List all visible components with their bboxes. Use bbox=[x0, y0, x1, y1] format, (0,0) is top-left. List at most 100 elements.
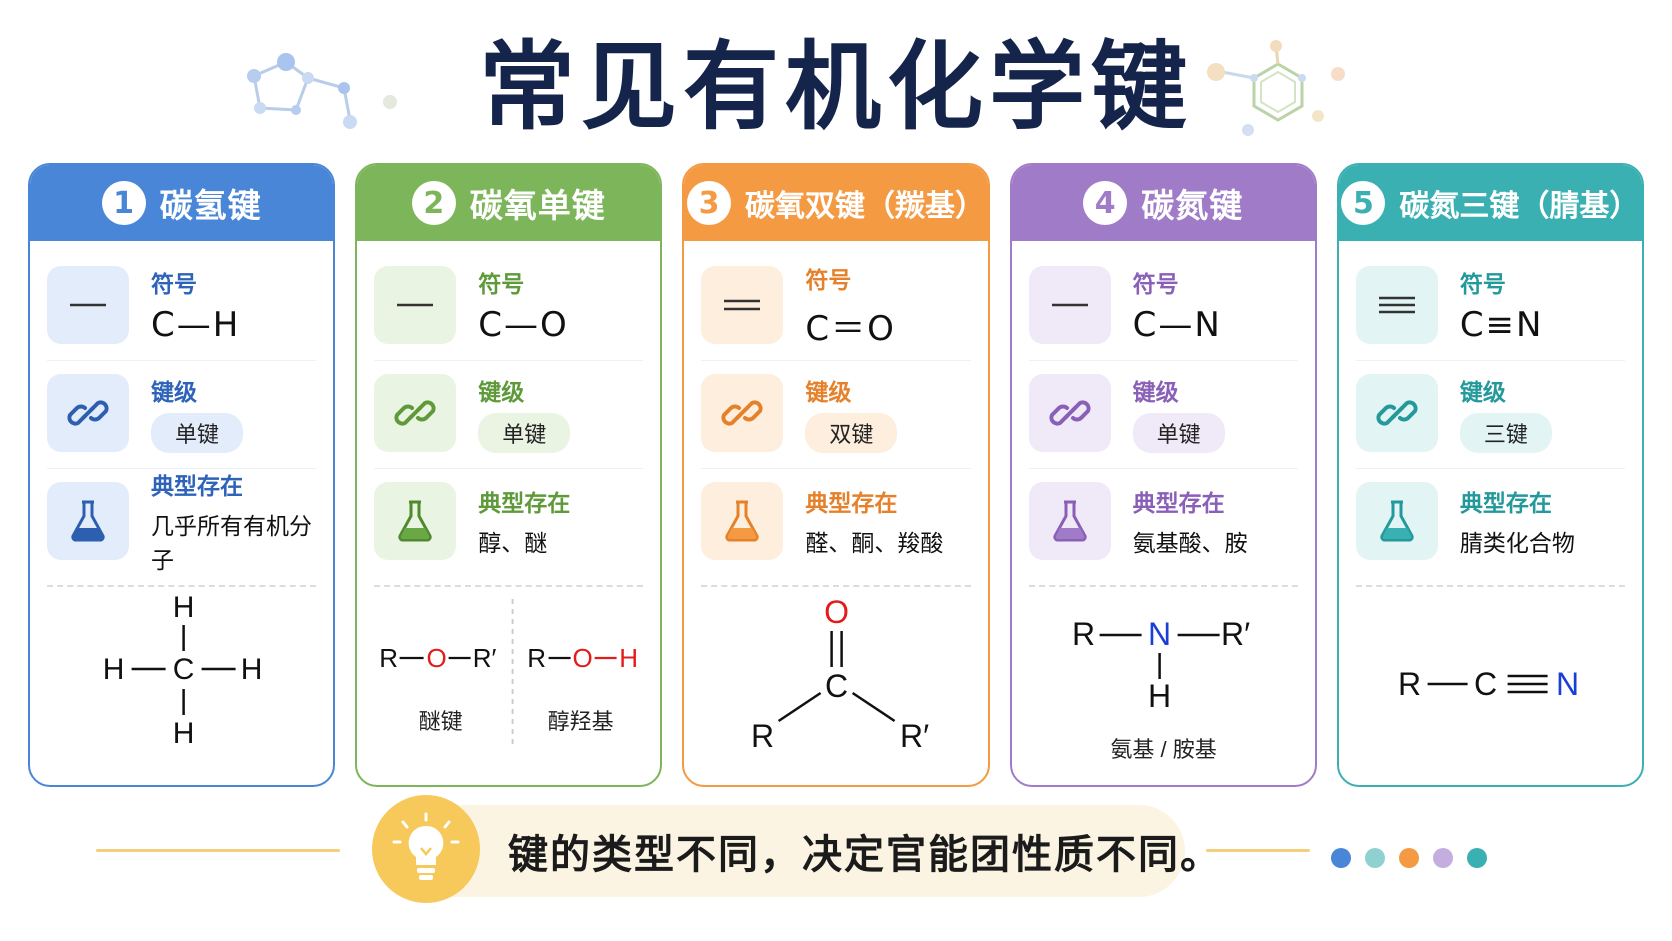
atom-r2: R′ bbox=[900, 718, 929, 754]
flask-icon bbox=[1028, 481, 1111, 560]
link-icon bbox=[1355, 373, 1438, 452]
pagination-dot bbox=[1399, 848, 1419, 868]
atom-h-bottom: H bbox=[173, 717, 195, 750]
amine-caption: 氨基 / 胺基 bbox=[1110, 737, 1216, 762]
dashed-divider bbox=[1355, 585, 1626, 587]
ether-oxygen: O bbox=[427, 643, 447, 673]
symbol-row: 符号 C—H bbox=[47, 253, 316, 357]
page-title: 常见有机化学键 bbox=[479, 31, 1193, 143]
occurrence-value: 几乎所有有机分子 bbox=[151, 513, 312, 574]
molecule-decoration-left bbox=[247, 53, 397, 129]
occurrence-row: 典型存在 腈类化合物 bbox=[1355, 468, 1626, 572]
atom-r1: R bbox=[751, 718, 774, 754]
card-c-n-triple-bond: 5 碳氮三键（腈基） 符号 C≡N 键级 三键 bbox=[1336, 163, 1645, 787]
card-number: 1 bbox=[101, 181, 146, 225]
footer-banner bbox=[375, 805, 1185, 897]
occurrence-label: 典型存在 bbox=[805, 490, 898, 517]
symbol-value: C＝O bbox=[805, 308, 896, 349]
pagination-dot bbox=[1365, 848, 1385, 868]
footer-line-right bbox=[1206, 849, 1310, 852]
card-header: 4 碳氮键 bbox=[1011, 165, 1315, 241]
occurrence-label: 典型存在 bbox=[1132, 490, 1225, 517]
dashed-divider bbox=[701, 585, 971, 587]
occurrence-value: 腈类化合物 bbox=[1459, 530, 1575, 557]
card-c-o-single-bond: 2 碳氧单键 符号 C—O 键级 单键 bbox=[355, 163, 663, 787]
bond-cards: 1 碳氢键 符号 C—H 键级 单键 典 bbox=[28, 163, 1645, 787]
atom-nitrogen: N bbox=[1148, 616, 1171, 652]
card-header: 5 碳氮三键（腈基） bbox=[1338, 165, 1643, 241]
bond-order-label: 键级 bbox=[478, 379, 525, 406]
nitrile-structure: R C N bbox=[1339, 593, 1642, 779]
card-header: 2 碳氧单键 bbox=[357, 165, 661, 241]
flask-icon bbox=[374, 481, 457, 560]
symbol-label: 符号 bbox=[1132, 272, 1179, 298]
atom-carbon: C bbox=[1474, 666, 1497, 702]
occurrence-row: 典型存在 几乎所有有机分子 bbox=[47, 468, 317, 574]
footer-text: 键的类型不同，决定官能团性质不同。 bbox=[508, 832, 1222, 878]
bond-order-row: 键级 三键 bbox=[1355, 360, 1626, 464]
card-c-h-bond: 1 碳氢键 符号 C—H 键级 单键 典 bbox=[28, 163, 336, 787]
atom-r: R bbox=[1398, 666, 1421, 702]
card-title: 碳氮三键（腈基） bbox=[1399, 189, 1640, 224]
bond-order-label: 键级 bbox=[1132, 379, 1179, 406]
symbol-label: 符号 bbox=[478, 272, 525, 298]
pagination-dot bbox=[1433, 848, 1453, 868]
dashed-divider bbox=[47, 585, 317, 587]
card-title: 碳氧双键（羰基） bbox=[745, 189, 985, 224]
methane-structure: H H C H H bbox=[30, 591, 333, 779]
atom-hydrogen: H bbox=[1148, 678, 1171, 714]
single-bond-icon bbox=[1028, 266, 1111, 344]
flask-icon bbox=[47, 481, 129, 560]
card-header: 1 碳氢键 bbox=[30, 165, 334, 241]
atom-h-left: H bbox=[103, 653, 125, 686]
symbol-row: 符号 C＝O bbox=[701, 253, 970, 357]
flask-icon bbox=[701, 481, 784, 560]
card-title: 碳氢键 bbox=[159, 186, 262, 225]
symbol-value: C—O bbox=[478, 305, 569, 345]
symbol-value: C—H bbox=[151, 305, 241, 345]
link-icon bbox=[701, 373, 784, 452]
bond-order-badge: 单键 bbox=[151, 412, 244, 453]
single-bond-icon bbox=[374, 266, 457, 344]
ether-caption: 醚键 bbox=[419, 709, 463, 734]
bond-order-label: 键级 bbox=[805, 379, 852, 406]
single-bond-icon bbox=[47, 266, 129, 344]
atom-c: C bbox=[173, 653, 195, 686]
atom-nitrogen: N bbox=[1556, 666, 1579, 702]
symbol-row: 符号 C—O bbox=[374, 253, 643, 357]
bond-order-badge: 三键 bbox=[1459, 412, 1552, 453]
bond-order-badge: 单键 bbox=[1132, 412, 1225, 453]
card-number: 5 bbox=[1341, 181, 1386, 225]
link-icon bbox=[47, 373, 129, 452]
pagination-dot bbox=[1331, 848, 1351, 868]
bond-order-row: 键级 单键 bbox=[47, 360, 317, 464]
occurrence-label: 典型存在 bbox=[151, 473, 243, 500]
alcohol-caption: 醇羟基 bbox=[548, 709, 614, 734]
atom-oxygen: O bbox=[825, 594, 850, 630]
molecule-decoration-right bbox=[1207, 40, 1345, 136]
bond-order-row: 键级 单键 bbox=[1028, 360, 1298, 464]
card-title: 碳氧单键 bbox=[469, 186, 606, 225]
triple-bond-icon bbox=[1355, 266, 1438, 344]
atom-h-top: H bbox=[173, 593, 195, 624]
pagination-dot bbox=[1467, 848, 1487, 868]
occurrence-row: 典型存在 醛、酮、羧酸 bbox=[701, 468, 971, 572]
symbol-row: 符号 C≡N bbox=[1355, 253, 1625, 357]
occurrence-row: 典型存在 醇、醚 bbox=[374, 468, 644, 572]
occurrence-value: 氨基酸、胺 bbox=[1132, 530, 1248, 557]
bond-order-badge: 双键 bbox=[805, 412, 898, 453]
alcohol-r: R bbox=[527, 643, 546, 673]
card-c-o-double-bond: 3 碳氧双键（羰基） 符号 C＝O 键级 双键 bbox=[682, 163, 990, 787]
bond-order-row: 键级 双键 bbox=[701, 360, 971, 464]
card-c-n-bond: 4 碳氮键 符号 C—N 键级 单键 典 bbox=[1009, 163, 1317, 787]
atom-r2: R′ bbox=[1221, 616, 1250, 652]
occurrence-label: 典型存在 bbox=[1459, 490, 1552, 517]
ether-r1: R bbox=[379, 643, 398, 673]
atom-r1: R bbox=[1072, 616, 1095, 652]
symbol-row: 符号 C—N bbox=[1028, 253, 1298, 357]
footer-line-left bbox=[96, 849, 340, 852]
alcohol-hydrogen: H bbox=[619, 643, 638, 673]
ether-alcohol-structures: R O R′ R O H 醚键 醇羟基 bbox=[357, 593, 660, 779]
bond-order-label: 键级 bbox=[151, 379, 197, 406]
lightbulb-icon bbox=[372, 795, 480, 903]
